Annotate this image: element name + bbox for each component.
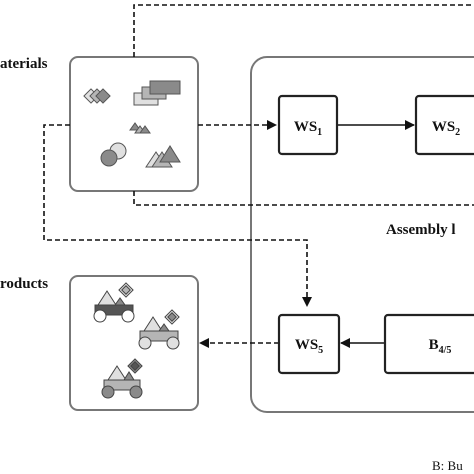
ws1-box: [277, 94, 339, 156]
products-label: roducts: [0, 276, 48, 292]
process-flow-lines: [338, 120, 415, 348]
buffer-box: [383, 313, 474, 375]
ws2-label: WS2: [432, 119, 460, 138]
ws5-label: WS5: [295, 337, 323, 356]
raw-materials-label: aterials: [0, 56, 48, 72]
assembled-product-icon: [93, 282, 180, 399]
ws1-label: WS1: [294, 119, 322, 138]
assembly-line-label: Assembly l: [386, 222, 456, 238]
material-flow-lines: [43, 4, 474, 348]
parts-cluster-icon: [83, 80, 181, 168]
footnote-label: B: Bu: [432, 458, 463, 473]
ws5-box: [277, 313, 341, 375]
buffer-label: B4/5: [429, 337, 452, 356]
ws2-box: [414, 94, 474, 156]
